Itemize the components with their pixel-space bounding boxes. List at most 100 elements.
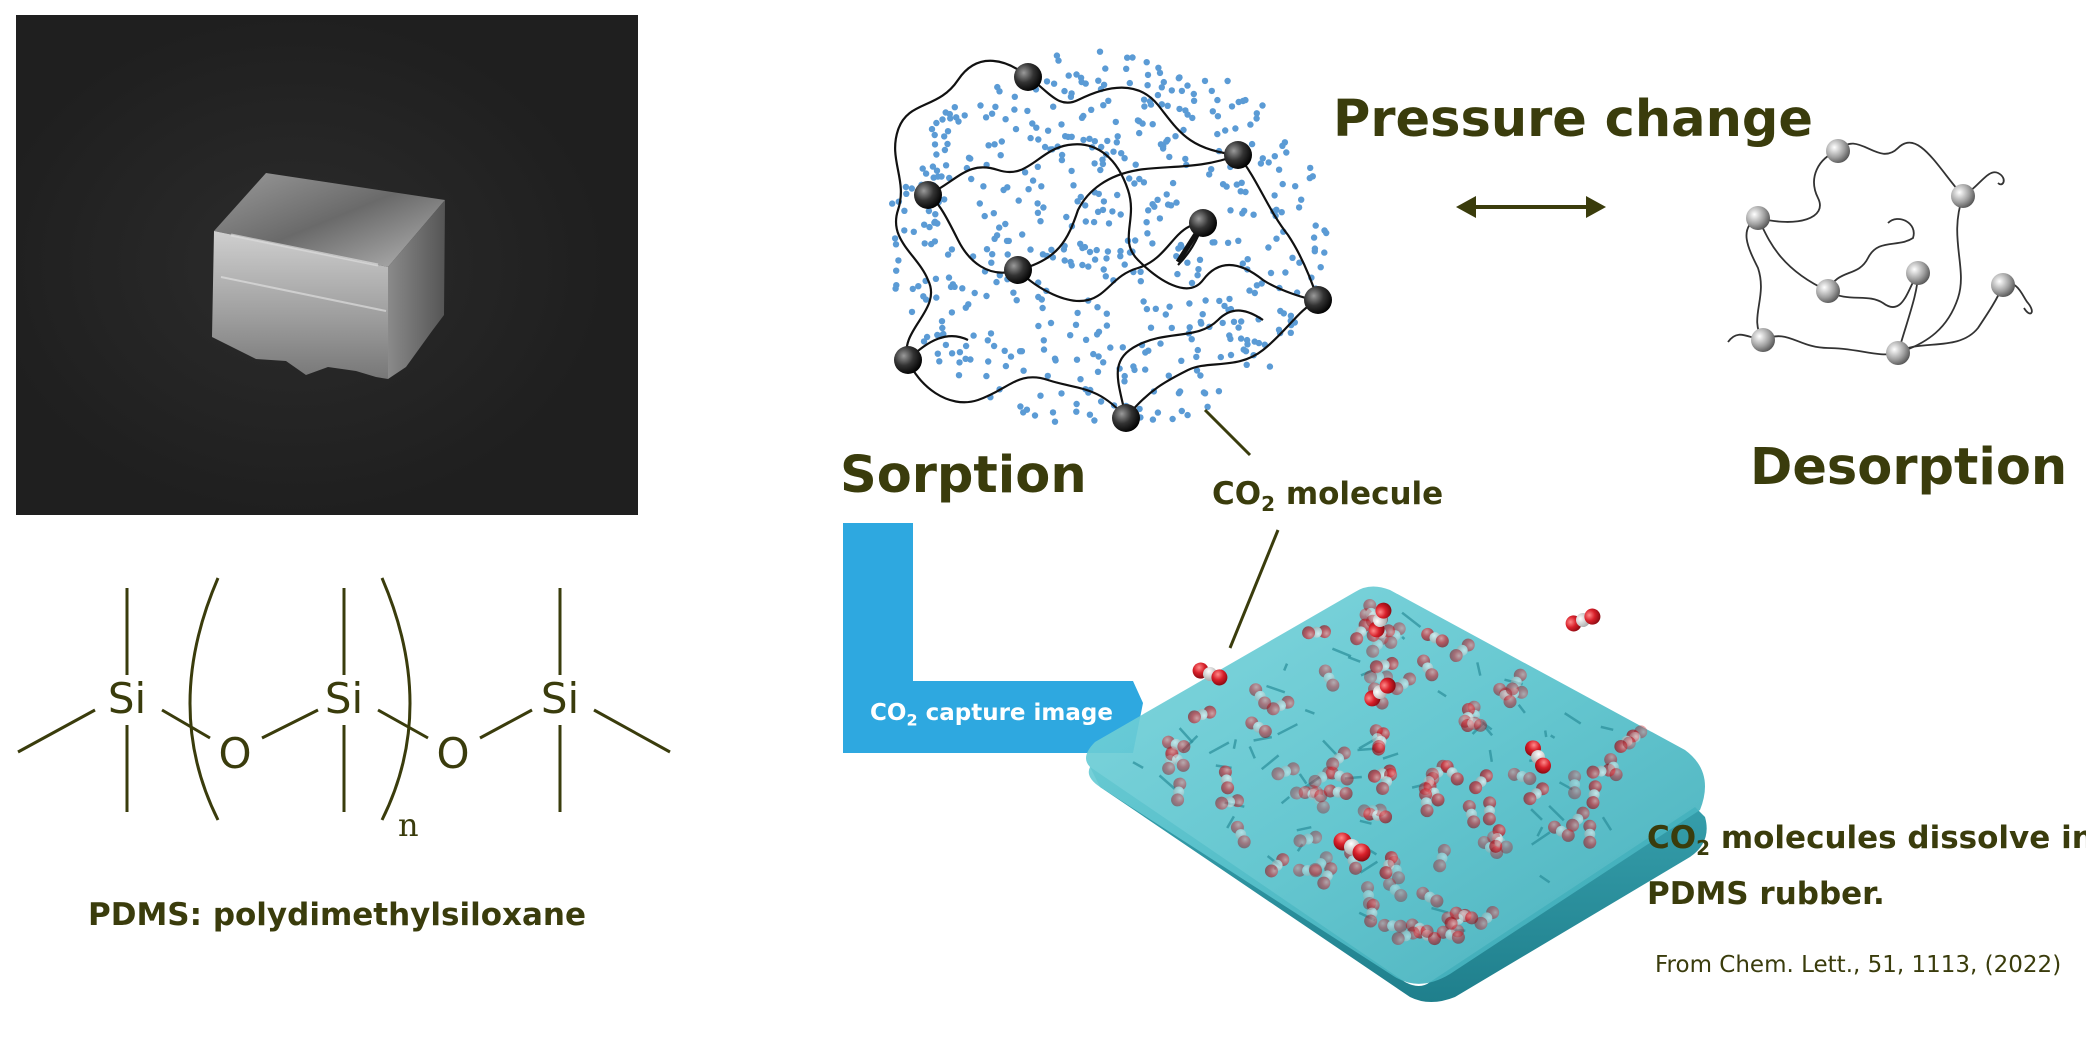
- co2-dot: [1072, 321, 1080, 328]
- polymer-strand: [1322, 739, 1338, 756]
- co2-dot: [919, 165, 926, 172]
- co2-dot: [1143, 219, 1150, 226]
- co2-dot: [1078, 114, 1086, 122]
- pdms-block-photo: [16, 15, 638, 515]
- co2-dot: [942, 162, 950, 169]
- co2-dot: [901, 207, 908, 214]
- co2-leader-lines: [1203, 408, 1280, 649]
- co2-dot: [1140, 179, 1148, 186]
- co2-dot: [1048, 246, 1055, 253]
- co2-dot: [1169, 415, 1176, 423]
- co2-dot: [934, 350, 941, 357]
- dissolved-co2-molecule: [1378, 918, 1408, 933]
- co2-dot: [1121, 155, 1128, 162]
- co2-dot: [1067, 93, 1075, 100]
- crosslink-ball: [1991, 273, 2015, 297]
- co2-dot: [1105, 97, 1112, 104]
- dissolved-co2-molecule: [1215, 794, 1245, 810]
- co2-dot: [1279, 142, 1286, 149]
- co2-dot: [1095, 353, 1102, 360]
- co2-dot: [1086, 135, 1093, 142]
- dissolved-co2-molecule: [1383, 877, 1408, 903]
- co2-dot: [1158, 84, 1165, 91]
- co2-dot: [1047, 319, 1055, 327]
- co2-dot: [1169, 179, 1177, 187]
- co2-dot: [985, 142, 992, 149]
- crosslink-ball: [894, 346, 922, 374]
- dissolved-co2-molecule: [1505, 668, 1527, 696]
- dissolved-co2-molecule: [1568, 770, 1582, 800]
- co2-dot: [1311, 245, 1319, 252]
- co2-dot: [1073, 408, 1080, 415]
- co2-dot: [1208, 87, 1215, 95]
- co2-dot: [1165, 372, 1172, 379]
- co2-dot: [991, 141, 998, 148]
- co2-dot: [1292, 183, 1299, 190]
- co2-dot: [982, 114, 990, 121]
- co2-dot: [1144, 230, 1151, 237]
- co2-dot: [889, 200, 896, 207]
- co2-dot: [1038, 296, 1045, 303]
- co2-dot: [1130, 363, 1137, 370]
- co2-dot: [1050, 103, 1057, 110]
- co2-dot: [1035, 322, 1042, 330]
- co2-dot: [1227, 207, 1234, 214]
- co2-dot: [1094, 368, 1102, 375]
- co2-dot: [965, 154, 973, 161]
- dissolved-co2-molecule: [1419, 788, 1434, 818]
- co2-dot: [1073, 356, 1081, 363]
- co2-dot: [1178, 407, 1185, 415]
- co2-dot: [893, 267, 900, 274]
- co2-dot: [967, 356, 974, 363]
- crosslink-ball: [1746, 206, 1770, 230]
- co2-dot: [1038, 183, 1045, 190]
- co2-dot: [1031, 412, 1039, 419]
- dissolved-co2-molecule: [1271, 762, 1300, 781]
- co2-dot: [1267, 269, 1275, 277]
- co2-dot: [1178, 357, 1185, 364]
- co2-dot: [1091, 256, 1099, 263]
- co2-dot: [1227, 351, 1235, 359]
- co2-dot: [1035, 136, 1042, 143]
- polymer-strand: [1226, 815, 1235, 829]
- polymer-strand: [1488, 749, 1494, 762]
- dissolved-co2-layer: [1132, 599, 1648, 946]
- polymer-strand: [1517, 703, 1526, 714]
- crosslink-ball: [914, 181, 942, 209]
- citation-text: From Chem. Lett., 51, 1113, (2022): [1655, 952, 2062, 978]
- co2-dot: [1184, 111, 1191, 118]
- polymer-strand: [1248, 746, 1256, 759]
- dissolved-co2-molecule: [1162, 735, 1191, 754]
- polymer-strand: [1266, 684, 1286, 694]
- co2-dot: [1112, 118, 1119, 126]
- polymer-strand: [1296, 825, 1312, 832]
- co2-dot: [908, 308, 916, 316]
- polymer-strand: [1550, 734, 1556, 739]
- co2-dot: [1307, 164, 1314, 172]
- co2-dot: [1093, 246, 1100, 254]
- dissolved-co2-molecule: [1493, 682, 1517, 709]
- co2-dot: [983, 372, 990, 380]
- dissolved-co2-molecule: [1391, 926, 1420, 946]
- co2-dot: [1287, 329, 1294, 336]
- co2-dot: [998, 138, 1005, 145]
- co2-dot: [931, 238, 939, 245]
- co2-dot: [1194, 346, 1201, 354]
- dissolved-co2-molecule: [1433, 843, 1451, 873]
- dissolved-co2-molecule: [1449, 638, 1475, 663]
- polymer-strand: [1280, 795, 1291, 805]
- polymer-strand: [1476, 662, 1482, 676]
- co2-dot: [1197, 318, 1204, 326]
- dissolved-co2-molecule: [1218, 765, 1235, 795]
- co2-dot: [1224, 77, 1231, 85]
- polymer-strand: [1298, 773, 1308, 785]
- co2-dot: [920, 293, 927, 300]
- co2-dot: [1242, 188, 1249, 196]
- dissolved-co2-molecule: [1357, 803, 1387, 818]
- dissolved-co2-molecule: [1416, 886, 1444, 908]
- capture-arrow-icon: [843, 523, 1143, 753]
- dissolved-co2-molecule: [1302, 625, 1331, 640]
- o-right-atom: O: [436, 729, 469, 778]
- co2-dot: [1050, 80, 1058, 87]
- co2-dot: [1237, 188, 1244, 195]
